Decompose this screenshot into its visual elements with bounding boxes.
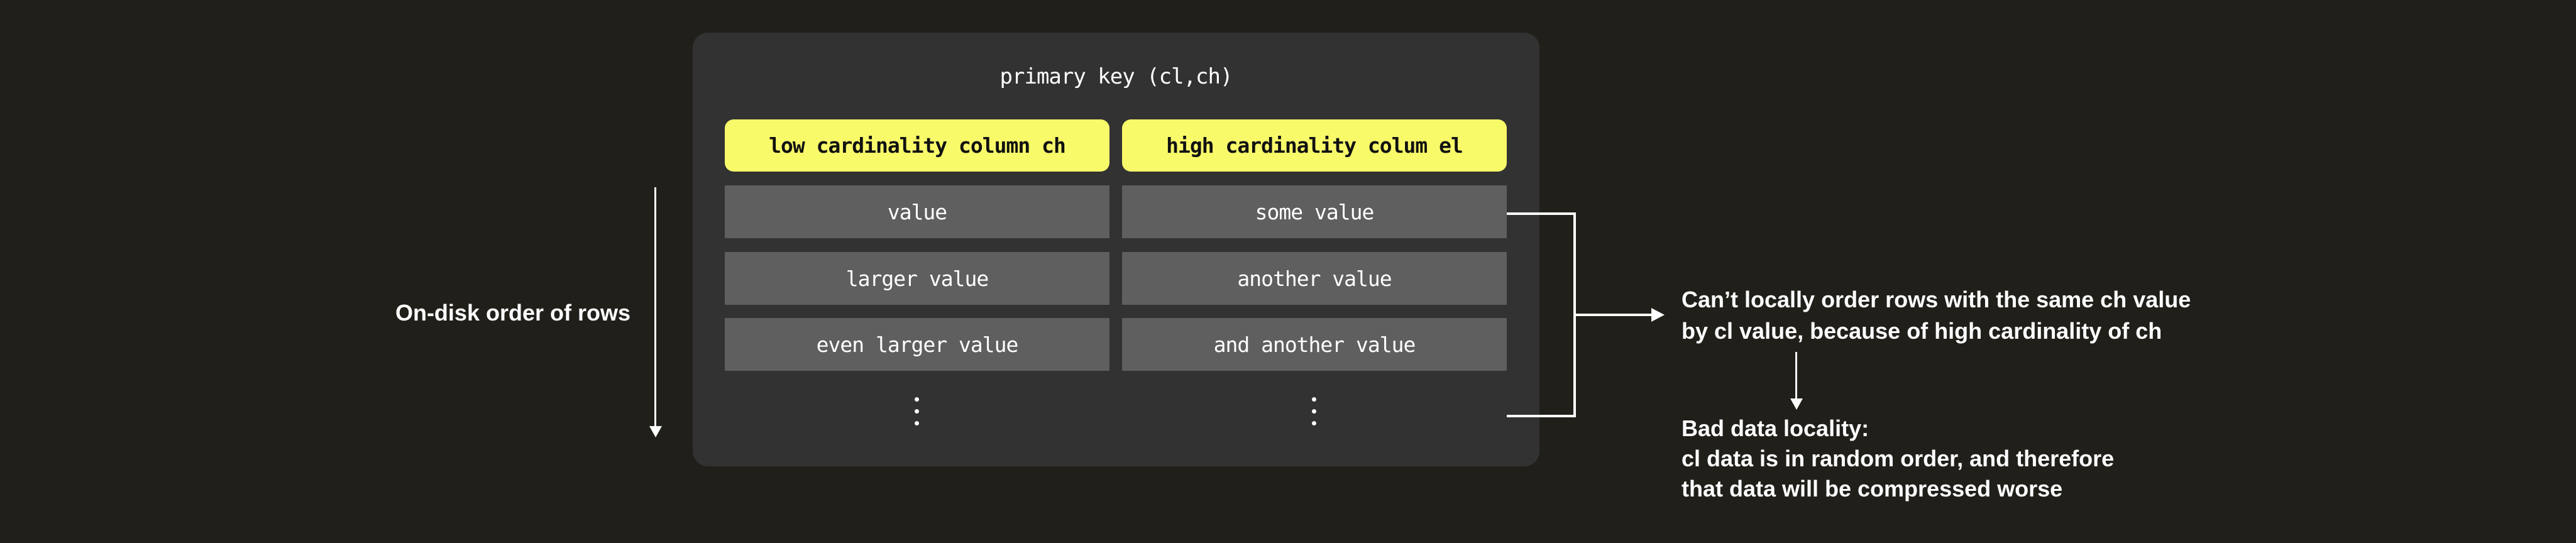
table-cell: some value [1122, 185, 1507, 238]
vertical-ellipsis-icon [915, 397, 920, 425]
column-header-high-cardinality: high cardinality colum el [1122, 119, 1507, 172]
table-cell: value [725, 185, 1109, 238]
bracket-top-line [1507, 212, 1576, 215]
arrow-right-icon [1651, 308, 1665, 322]
order-arrow-down-icon [649, 426, 662, 437]
bracket-bottom-line [1507, 415, 1576, 417]
data-locality-note-line-2: cl data is in random order, and therefor… [1682, 446, 2115, 471]
table-cell: even larger value [725, 318, 1109, 371]
table-cell: another value [1122, 252, 1507, 305]
consequence-arrow-line [1795, 352, 1797, 400]
cardinality-note: Can’t locally order rows with the same c… [1682, 284, 2191, 347]
table-cell: and another value [1122, 318, 1507, 371]
data-locality-note: Bad data locality: cl data is in random … [1682, 414, 2114, 504]
primary-key-panel: primary key (cl,ch) low cardinality colu… [693, 33, 1539, 466]
column-header-low-cardinality: low cardinality column ch [725, 119, 1109, 172]
panel-title: primary key (cl,ch) [999, 64, 1233, 89]
order-arrow-line [654, 187, 656, 427]
cardinality-note-line-1: Can’t locally order rows with the same c… [1682, 287, 2191, 312]
bracket-arrow-line [1573, 314, 1653, 316]
data-locality-note-line-3: that data will be compressed worse [1682, 476, 2063, 502]
on-disk-order-label: On-disk order of rows [395, 300, 630, 326]
arrow-down-icon [1790, 398, 1803, 410]
vertical-ellipsis-icon [1312, 397, 1317, 425]
data-locality-note-line-1: Bad data locality: [1682, 415, 1869, 441]
table-cell: larger value [725, 252, 1109, 305]
cardinality-note-line-2: by cl value, because of high cardinality… [1682, 318, 2162, 344]
